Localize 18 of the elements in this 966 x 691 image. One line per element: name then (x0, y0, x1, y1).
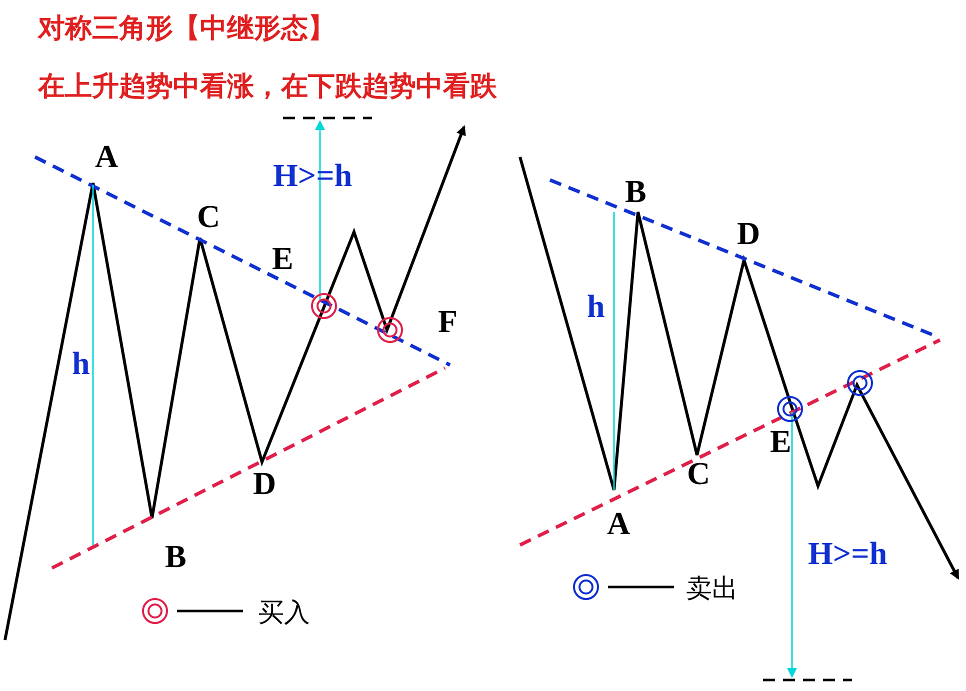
legend-label: 买入 (258, 597, 310, 629)
point-label: E (272, 240, 294, 277)
point-label: A (95, 138, 118, 175)
point-label: A (607, 505, 630, 542)
title: 对称三角形【中继形态】 (38, 12, 335, 45)
point-label: E (770, 423, 792, 460)
height-label: h (72, 345, 90, 382)
height-label: h (587, 288, 605, 325)
legend-label: 卖出 (686, 573, 738, 605)
point-label: B (625, 173, 646, 210)
subtitle: 在上升趋势中看涨，在下跌趋势中看跌 (38, 70, 497, 103)
point-label: F (438, 303, 458, 340)
point-label: C (197, 198, 220, 235)
point-label: C (687, 455, 710, 492)
point-label: D (737, 215, 760, 252)
height-label: H>=h (808, 535, 888, 572)
point-label: D (253, 465, 276, 502)
point-label: B (165, 538, 186, 575)
